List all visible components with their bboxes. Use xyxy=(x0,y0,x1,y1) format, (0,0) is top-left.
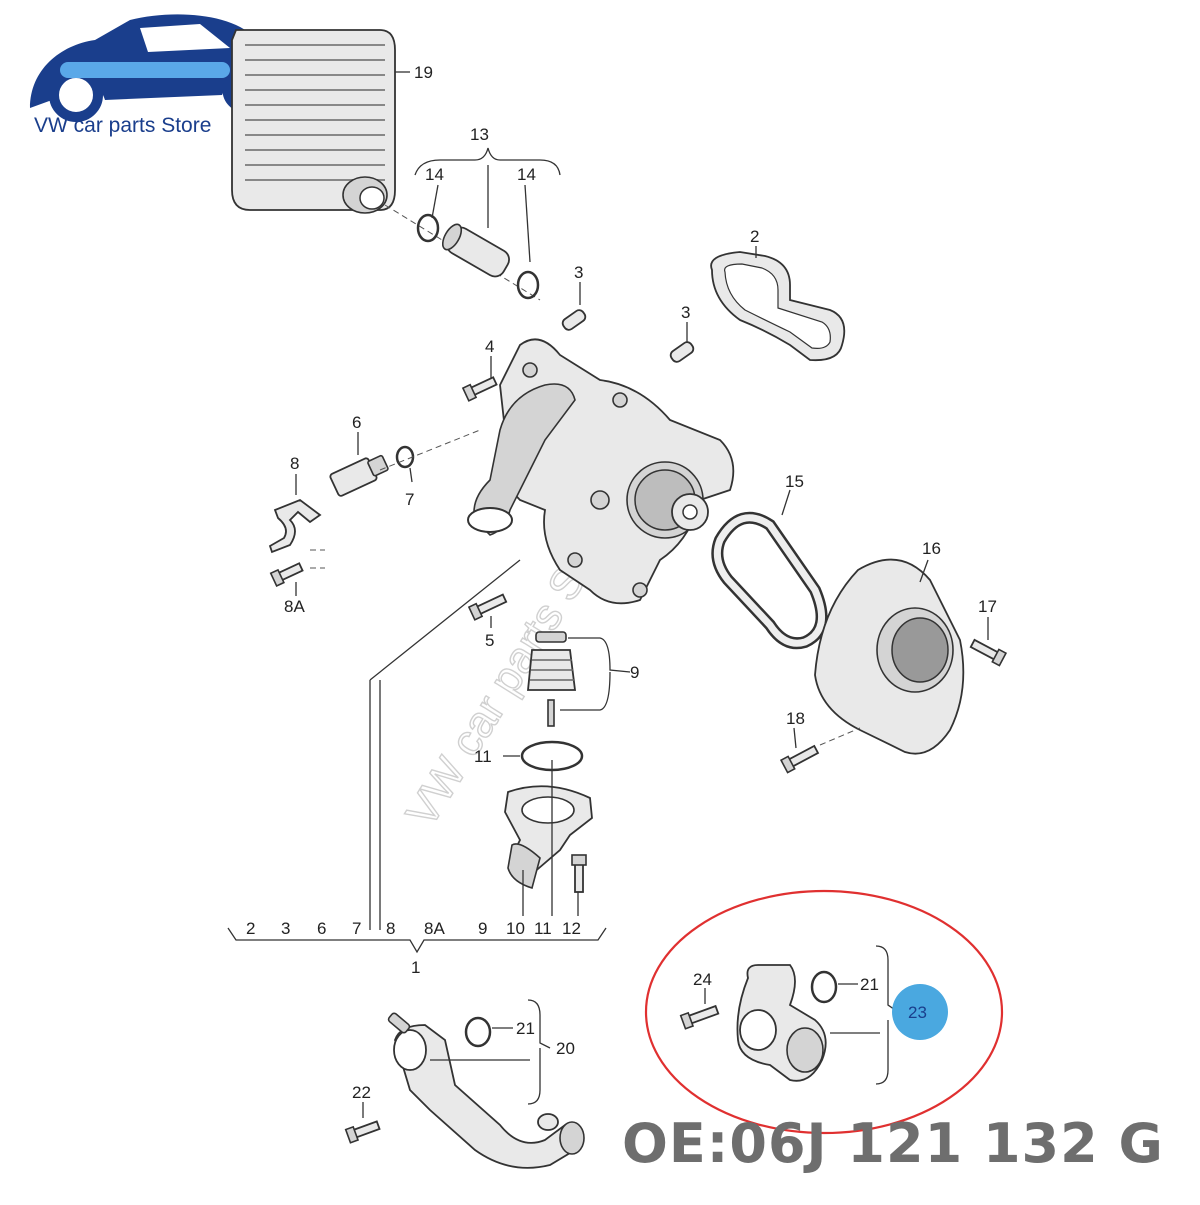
bolt-12 xyxy=(571,854,587,893)
badge-23 xyxy=(892,984,948,1040)
callout-8: 8 xyxy=(290,454,299,473)
o-ring-14-right xyxy=(516,270,540,300)
connector-pipe-13 xyxy=(441,223,510,278)
oil-cooler xyxy=(231,29,396,214)
coolant-flange-10 xyxy=(504,785,593,890)
sensor-6 xyxy=(329,454,389,497)
pin-3-right xyxy=(669,341,695,363)
bolt-8a xyxy=(269,562,304,588)
coolant-pipe-20 xyxy=(387,1012,585,1169)
group-list-item: 12 xyxy=(562,919,581,938)
callout-21-highlight: 21 xyxy=(860,975,879,994)
bolt-22 xyxy=(344,1120,381,1144)
group-list-item: 7 xyxy=(352,919,361,938)
callout-21-pipe: 21 xyxy=(516,1019,535,1038)
callout-14-right: 14 xyxy=(517,165,536,184)
callout-11: 11 xyxy=(474,747,492,766)
callout-3-left: 3 xyxy=(574,263,583,282)
group-list-item: 8A xyxy=(424,919,445,938)
callout-7: 7 xyxy=(405,490,414,509)
water-pump-housing xyxy=(467,338,735,605)
callout-16: 16 xyxy=(922,539,941,558)
group-list-item: 8 xyxy=(386,919,395,938)
coolant-flange-23 xyxy=(736,964,827,1082)
belt-cover-16 xyxy=(814,558,965,755)
group-list-item: 3 xyxy=(281,919,290,938)
callout-15: 15 xyxy=(785,472,804,491)
group-list-item: 11 xyxy=(534,919,552,938)
callout-17: 17 xyxy=(978,597,997,616)
o-ring-7 xyxy=(395,445,415,469)
part-number: OE:06J 121 132 G xyxy=(622,1112,1164,1175)
callout-18: 18 xyxy=(786,709,805,728)
group-list: 2 3 6 7 8 8A 9 10 11 12 xyxy=(246,919,581,938)
callout-13: 13 xyxy=(470,125,489,144)
callout-3-right: 3 xyxy=(681,303,690,322)
o-ring-14-left xyxy=(416,213,440,243)
bolt-17 xyxy=(969,638,1008,667)
callout-24: 24 xyxy=(693,970,712,989)
thermostat-9 xyxy=(527,631,577,727)
pin-3-left xyxy=(561,309,587,331)
callout-1: 1 xyxy=(411,958,420,977)
callout-19: 19 xyxy=(414,63,433,82)
callout-14-left: 14 xyxy=(425,165,444,184)
bolt-24 xyxy=(679,1004,720,1030)
bolt-5 xyxy=(467,593,508,621)
bolt-4 xyxy=(461,376,498,402)
store-logo xyxy=(30,14,292,122)
group-list-item: 10 xyxy=(506,919,525,938)
callout-5: 5 xyxy=(485,631,494,650)
bolt-18 xyxy=(779,744,820,774)
callout-8a: 8A xyxy=(284,597,305,616)
callout-6: 6 xyxy=(352,413,361,432)
store-name: VW car parts Store xyxy=(34,114,212,137)
group-list-item: 2 xyxy=(246,919,255,938)
o-ring-21-highlight xyxy=(810,970,838,1004)
group-list-item: 9 xyxy=(478,919,487,938)
clip-8 xyxy=(268,498,322,554)
callout-22: 22 xyxy=(352,1083,371,1102)
highlight-ellipse xyxy=(644,889,1004,1135)
callout-20: 20 xyxy=(556,1039,575,1058)
o-ring-21-pipe xyxy=(464,1016,492,1048)
group-list-item: 6 xyxy=(317,919,326,938)
callout-9: 9 xyxy=(630,663,639,682)
callout-2: 2 xyxy=(750,227,759,246)
callout-23: 23 xyxy=(908,1003,927,1022)
callout-4: 4 xyxy=(485,337,494,356)
